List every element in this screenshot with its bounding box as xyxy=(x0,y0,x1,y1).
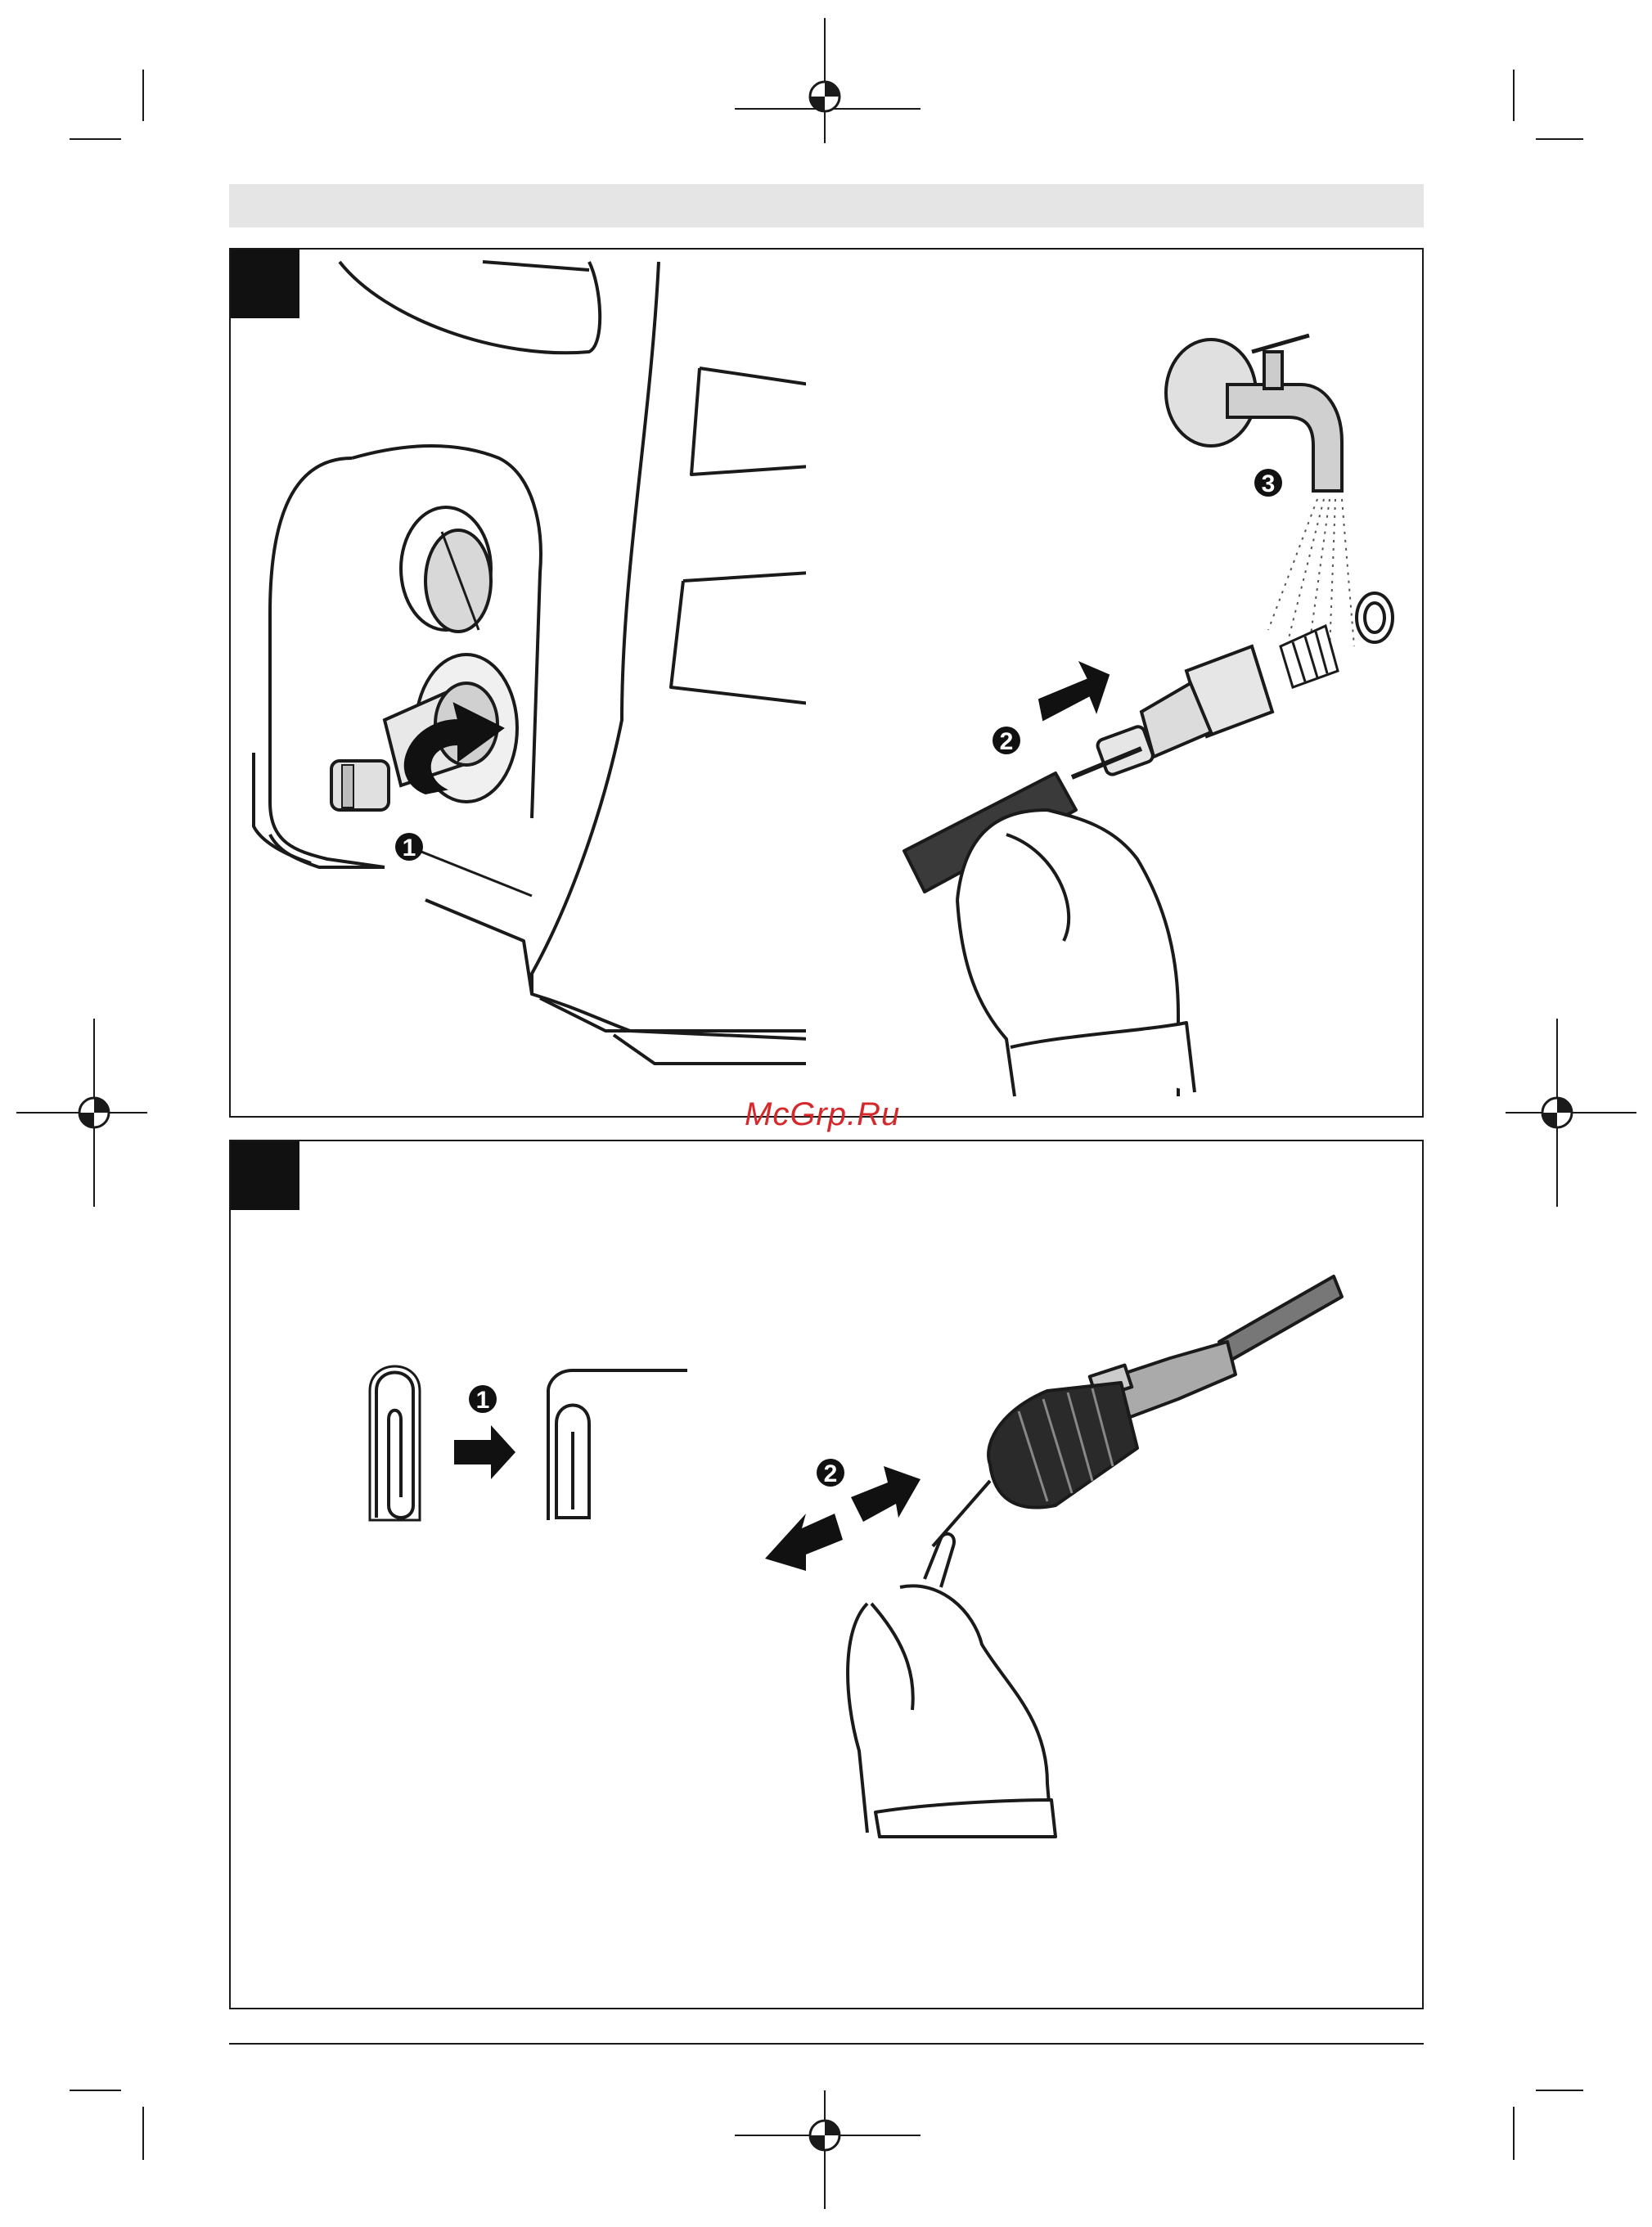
footer-rule xyxy=(229,2043,1424,2045)
straightened-clip-icon xyxy=(548,1370,687,1520)
hand-with-clip-icon xyxy=(848,1481,1056,1837)
push-pull-arrows-icon xyxy=(765,1466,921,1571)
step-number-1: 1 xyxy=(476,1387,490,1414)
spray-lance-icon xyxy=(988,1276,1342,1508)
step-number-2: 2 xyxy=(824,1460,838,1487)
paper-clip-icon xyxy=(370,1366,420,1520)
right-arrow-icon xyxy=(454,1425,515,1479)
